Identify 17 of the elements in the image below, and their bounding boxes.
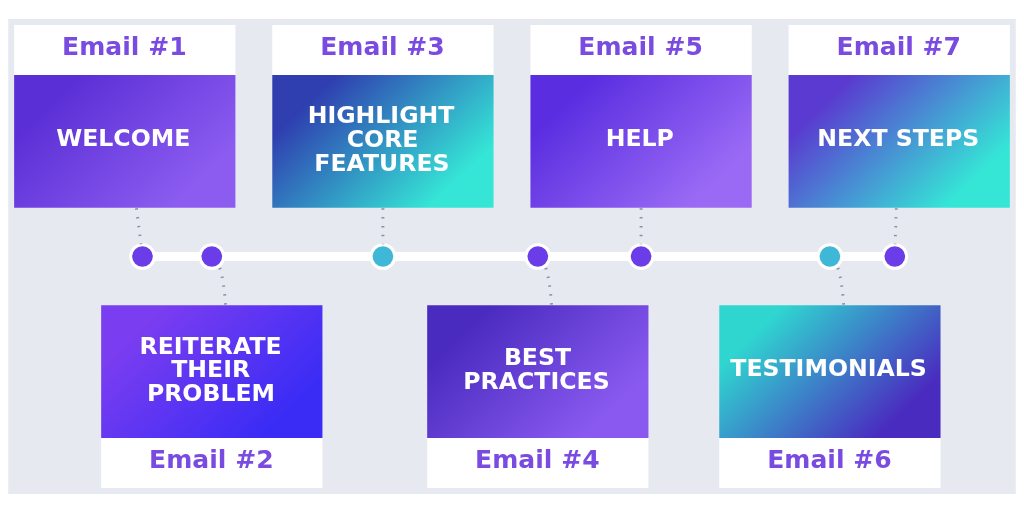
node-circle — [524, 243, 552, 270]
connector — [842, 252, 883, 261]
node-circle — [816, 243, 844, 270]
node-circle — [881, 243, 909, 270]
connector — [154, 252, 200, 261]
connector — [223, 252, 372, 261]
connector — [543, 265, 553, 305]
connector — [652, 252, 818, 261]
node-circle — [129, 243, 156, 270]
connector — [395, 252, 526, 261]
connector — [549, 252, 629, 261]
connector — [134, 208, 143, 245]
connector — [835, 265, 846, 305]
node-circle — [369, 243, 397, 270]
connector — [217, 265, 227, 305]
node-circle — [198, 243, 226, 270]
node-circle — [627, 243, 655, 270]
